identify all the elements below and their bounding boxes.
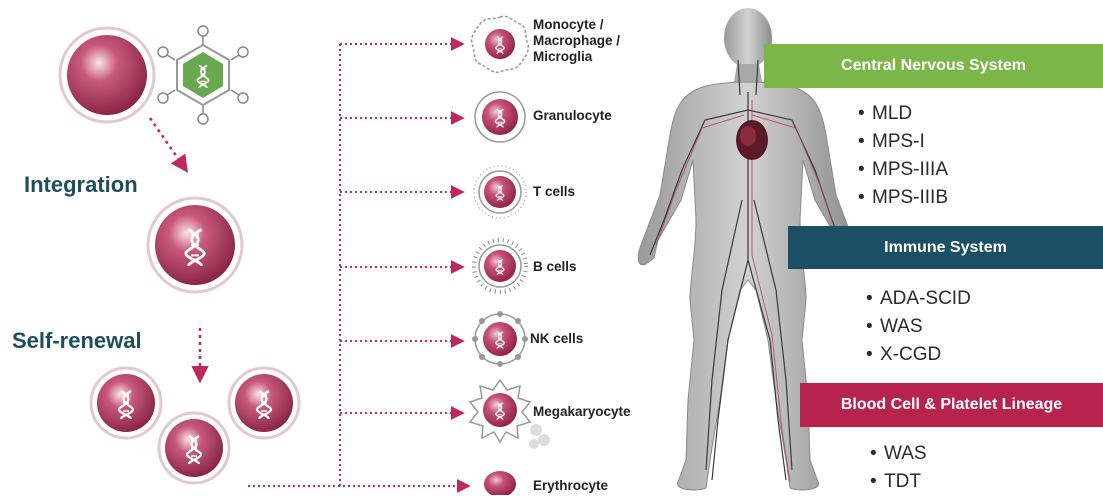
nk-cell-icon: [472, 311, 528, 367]
disease-item: •X-CGD: [866, 341, 971, 369]
banner-immune-system: Immune System: [788, 226, 1103, 269]
viral-vector-icon: [158, 26, 248, 124]
disease-list-cns: •MLD •MPS-I •MPS-IIIA •MPS-IIIB: [858, 100, 948, 212]
cell-label-nk-cells: NK cells: [530, 331, 583, 347]
cell-label-monocyte: Monocyte / Macrophage / Microglia: [533, 17, 620, 65]
erythrocyte-cell-icon: [484, 471, 516, 495]
cell-label-t-cells: T cells: [533, 184, 575, 200]
disease-item: •MPS-IIIA: [858, 156, 948, 184]
cell-label-granulocyte: Granulocyte: [533, 108, 612, 124]
granulocyte-cell-icon: [475, 92, 525, 142]
integrated-cell: [148, 198, 242, 292]
b-cell-icon: [474, 240, 526, 292]
cell-label-megakaryocyte: Megakaryocyte: [533, 404, 631, 420]
self-renewal-cell: [159, 413, 229, 483]
banner-central-nervous-system: Central Nervous System: [764, 44, 1103, 88]
disease-item: •MLD: [858, 100, 948, 128]
disease-item: •ADA-SCID: [866, 285, 971, 313]
disease-item: •MPS-IIIB: [858, 184, 948, 212]
disease-item: •TDT: [870, 468, 927, 496]
stem-cell: [60, 28, 154, 122]
disease-list-blood: •WAS •TDT: [870, 440, 927, 496]
disease-list-immune: •ADA-SCID •WAS •X-CGD: [866, 285, 971, 369]
t-cell-icon: [474, 166, 526, 218]
self-renewal-cell: [91, 368, 161, 438]
cell-label-erythrocyte: Erythrocyte: [533, 478, 608, 494]
self-renewal-cell: [229, 368, 299, 438]
disease-item: •MPS-I: [858, 128, 948, 156]
cell-label-b-cells: B cells: [533, 259, 577, 275]
disease-item: •WAS: [866, 313, 971, 341]
stage-title-integration: Integration: [24, 172, 138, 198]
monocyte-cell-icon: [472, 16, 529, 72]
banner-blood-cell-platelet-lineage: Blood Cell & Platelet Lineage: [800, 383, 1103, 427]
disease-item: •WAS: [870, 440, 927, 468]
stage-title-self-renewal: Self-renewal: [12, 328, 142, 354]
